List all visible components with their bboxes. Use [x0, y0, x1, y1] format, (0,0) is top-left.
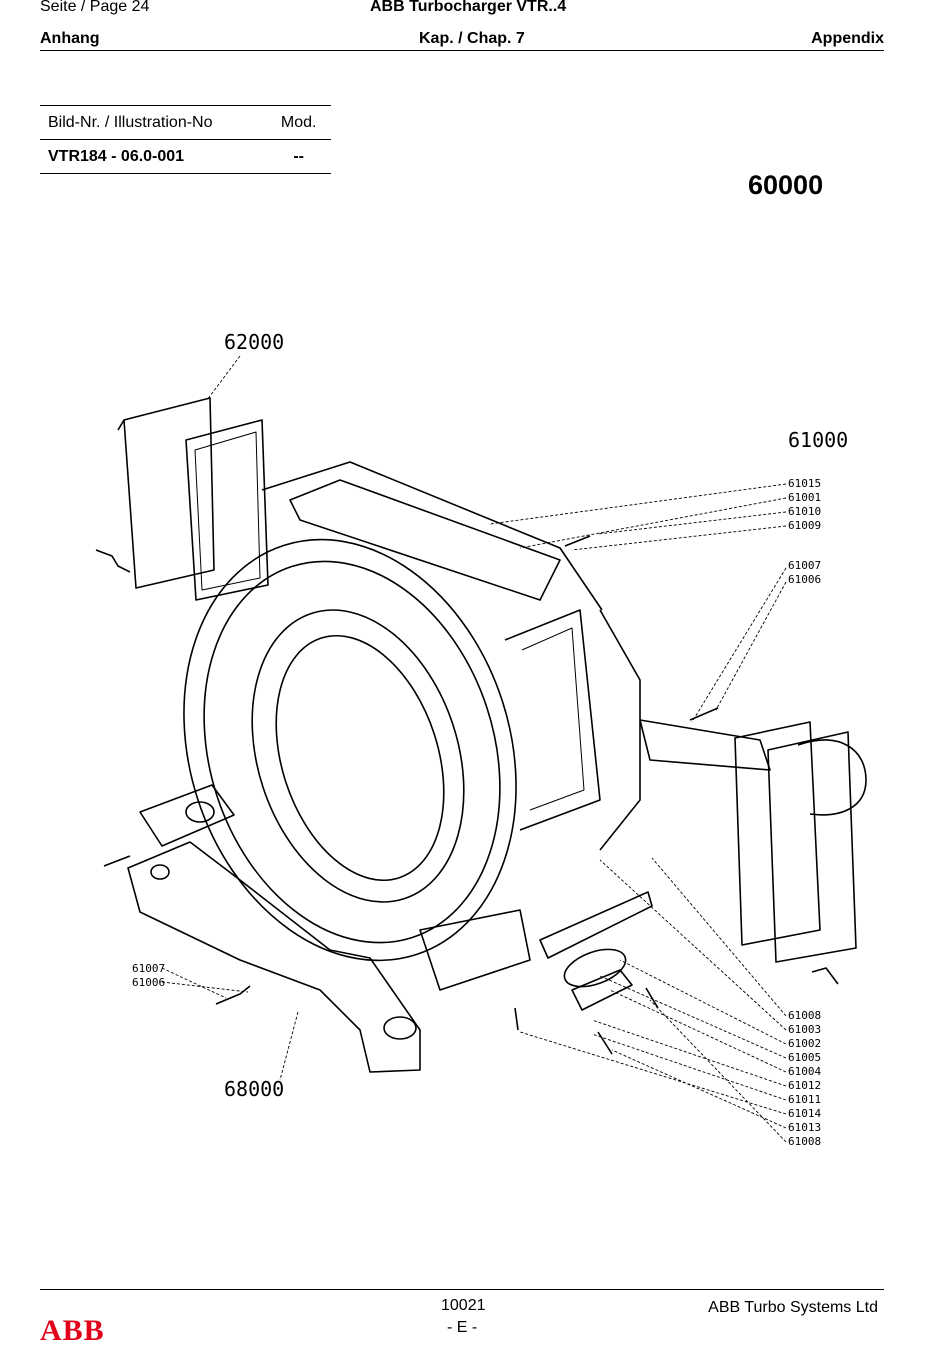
inlet-cover: [123, 397, 215, 589]
callout-label: 61015: [788, 477, 822, 490]
bolt-top-right: [564, 535, 591, 547]
callout-label: 61013: [788, 1121, 822, 1134]
assembly-number: 60000: [748, 170, 824, 200]
page-number: Seite / Page 24: [40, 0, 150, 15]
callout-label: 61010: [788, 505, 822, 518]
abb-logo: ABB: [40, 1314, 105, 1347]
bolt-lower-right-2: [645, 987, 659, 1009]
bolt-lower-right: [597, 1031, 613, 1055]
casing-top-edge: [261, 461, 603, 611]
header-rule: [40, 50, 884, 51]
callout-label: 61012: [788, 1079, 822, 1092]
bolt-left-lower: [215, 985, 251, 1005]
outlet-cover: [767, 731, 857, 963]
callout-label: 61004: [788, 1065, 822, 1078]
callout-label: 61007: [132, 962, 166, 975]
support-foot: [127, 841, 421, 1073]
casing-side-window: [504, 609, 601, 831]
callout-label: 61002: [788, 1037, 822, 1050]
right-support-arm: [639, 719, 771, 771]
callout-label: 61008: [788, 1135, 822, 1148]
casing-bore: [275, 634, 445, 882]
bottom-flange: [419, 909, 531, 991]
edition-label: - E -: [447, 1319, 478, 1336]
assembly-label-61000: 61000: [788, 428, 849, 452]
flange-block: [571, 969, 633, 1011]
assembly-label-68000: 68000: [224, 1077, 285, 1101]
outlet-cover-gasket: [734, 721, 821, 946]
illustration-column-header: Bild-Nr. / Illustration-No: [40, 105, 267, 140]
document-number: 10021: [441, 1297, 486, 1314]
callout-label: 61014: [788, 1107, 822, 1120]
callout-label: 61007: [788, 559, 822, 572]
cover-gasket: [185, 419, 269, 601]
ring-gasket: [563, 948, 627, 988]
callout-label: 61006: [788, 573, 822, 586]
casing-top-opening: [289, 479, 561, 601]
callout-label: 61008: [788, 1009, 822, 1022]
casing-flange-outer: [183, 538, 517, 962]
assembly-label-62000: 62000: [224, 330, 285, 354]
section-english: Appendix: [811, 30, 884, 47]
bolt-left-upper: [95, 549, 131, 573]
callout-label: 61009: [788, 519, 822, 532]
document-title: ABB Turbocharger VTR..4: [370, 0, 567, 15]
footer-rule: [40, 1289, 884, 1290]
bolt-right-lower: [811, 967, 839, 985]
callout-label: 61003: [788, 1023, 822, 1036]
section-german: Anhang: [40, 30, 100, 47]
bolt-center-lower: [514, 1007, 519, 1031]
illustration-number: VTR184 - 06.0-001: [40, 139, 267, 174]
callout-label: 61001: [788, 491, 822, 504]
callout-label: 61005: [788, 1051, 822, 1064]
mod-column-header: Mod.: [266, 105, 331, 140]
mod-value: --: [266, 139, 331, 174]
bolt-left-mid: [103, 855, 131, 867]
shim-plate: [539, 891, 653, 959]
company-name: ABB Turbo Systems Ltd: [708, 1299, 878, 1316]
casing-bore-ring: [251, 609, 465, 903]
flange-gasket: [139, 784, 235, 847]
illustration-table: Bild-Nr. / Illustration-No Mod. VTR184 -…: [40, 105, 331, 174]
chapter-label: Kap. / Chap. 7: [419, 30, 525, 47]
callout-label: 61011: [788, 1093, 822, 1106]
callout-label: 61006: [132, 976, 166, 989]
